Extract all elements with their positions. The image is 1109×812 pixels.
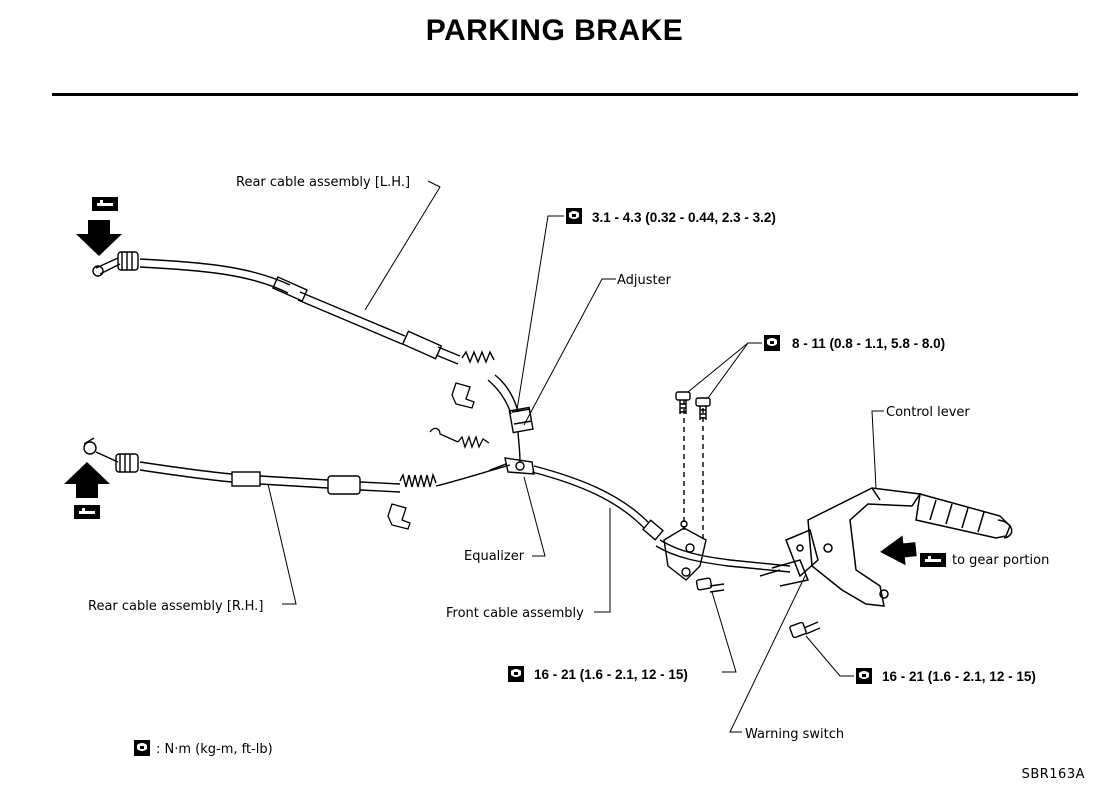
torque-wrench-icon-legend: [134, 740, 150, 756]
leader-lines: [267, 180, 884, 733]
torque-wrench-icon-adjuster: [566, 208, 582, 224]
torque-wrench-icon-mount-bolt: [856, 668, 872, 684]
torque-lever-bracket-bolts: 8 - 11 (0.8 - 1.1, 5.8 - 8.0): [792, 336, 945, 351]
arrow-icon-gear: [880, 535, 917, 566]
grease-point-icon-lh: [92, 197, 118, 211]
torque-wrench-icon-bracket: [764, 335, 780, 351]
front-bracket-bolt: [695, 577, 725, 593]
front-cable: [531, 465, 791, 573]
figure-code: SBR163A: [1021, 767, 1085, 782]
bracket-bolts: [675, 391, 711, 420]
torque-adjuster-nut: 3.1 - 4.3 (0.32 - 0.44, 2.3 - 3.2): [592, 210, 776, 225]
torque-front-bracket-bolt: 16 - 21 (1.6 - 2.1, 12 - 15): [534, 667, 688, 682]
cable-clip-rh: [387, 503, 411, 530]
label-control-lever: Control lever: [886, 405, 970, 420]
title-rule: [52, 93, 1078, 96]
label-to-gear-portion: to gear portion: [952, 553, 1049, 568]
arrow-icon-rh: [64, 462, 110, 498]
label-rear-cable-lh: Rear cable assembly [L.H.]: [236, 175, 410, 190]
return-spring: [429, 427, 490, 449]
torque-wrench-icon-front-bolt: [508, 666, 524, 682]
torque-lever-mount-bolt: 16 - 21 (1.6 - 2.1, 12 - 15): [882, 669, 1036, 684]
page-title: PARKING BRAKE: [425, 14, 684, 47]
legend-torque-unit: : N·m (kg-m, ft-lb): [156, 742, 273, 757]
control-lever: [759, 487, 1013, 607]
grease-point-icon-rh: [74, 505, 100, 519]
label-warning-switch: Warning switch: [745, 727, 844, 742]
equalizer: [489, 457, 535, 475]
label-equalizer: Equalizer: [464, 549, 525, 564]
rear-cable-rh: [83, 437, 511, 495]
label-adjuster: Adjuster: [617, 273, 672, 288]
cable-clip-lh: [451, 382, 475, 409]
label-front-cable: Front cable assembly: [446, 606, 584, 621]
lever-mount-bolt: [789, 621, 821, 639]
arrow-icon-lh: [76, 220, 122, 256]
label-rear-cable-rh: Rear cable assembly [R.H.]: [88, 599, 263, 614]
grease-point-icon-gear: [920, 553, 946, 567]
front-cable-bracket: [663, 400, 707, 581]
